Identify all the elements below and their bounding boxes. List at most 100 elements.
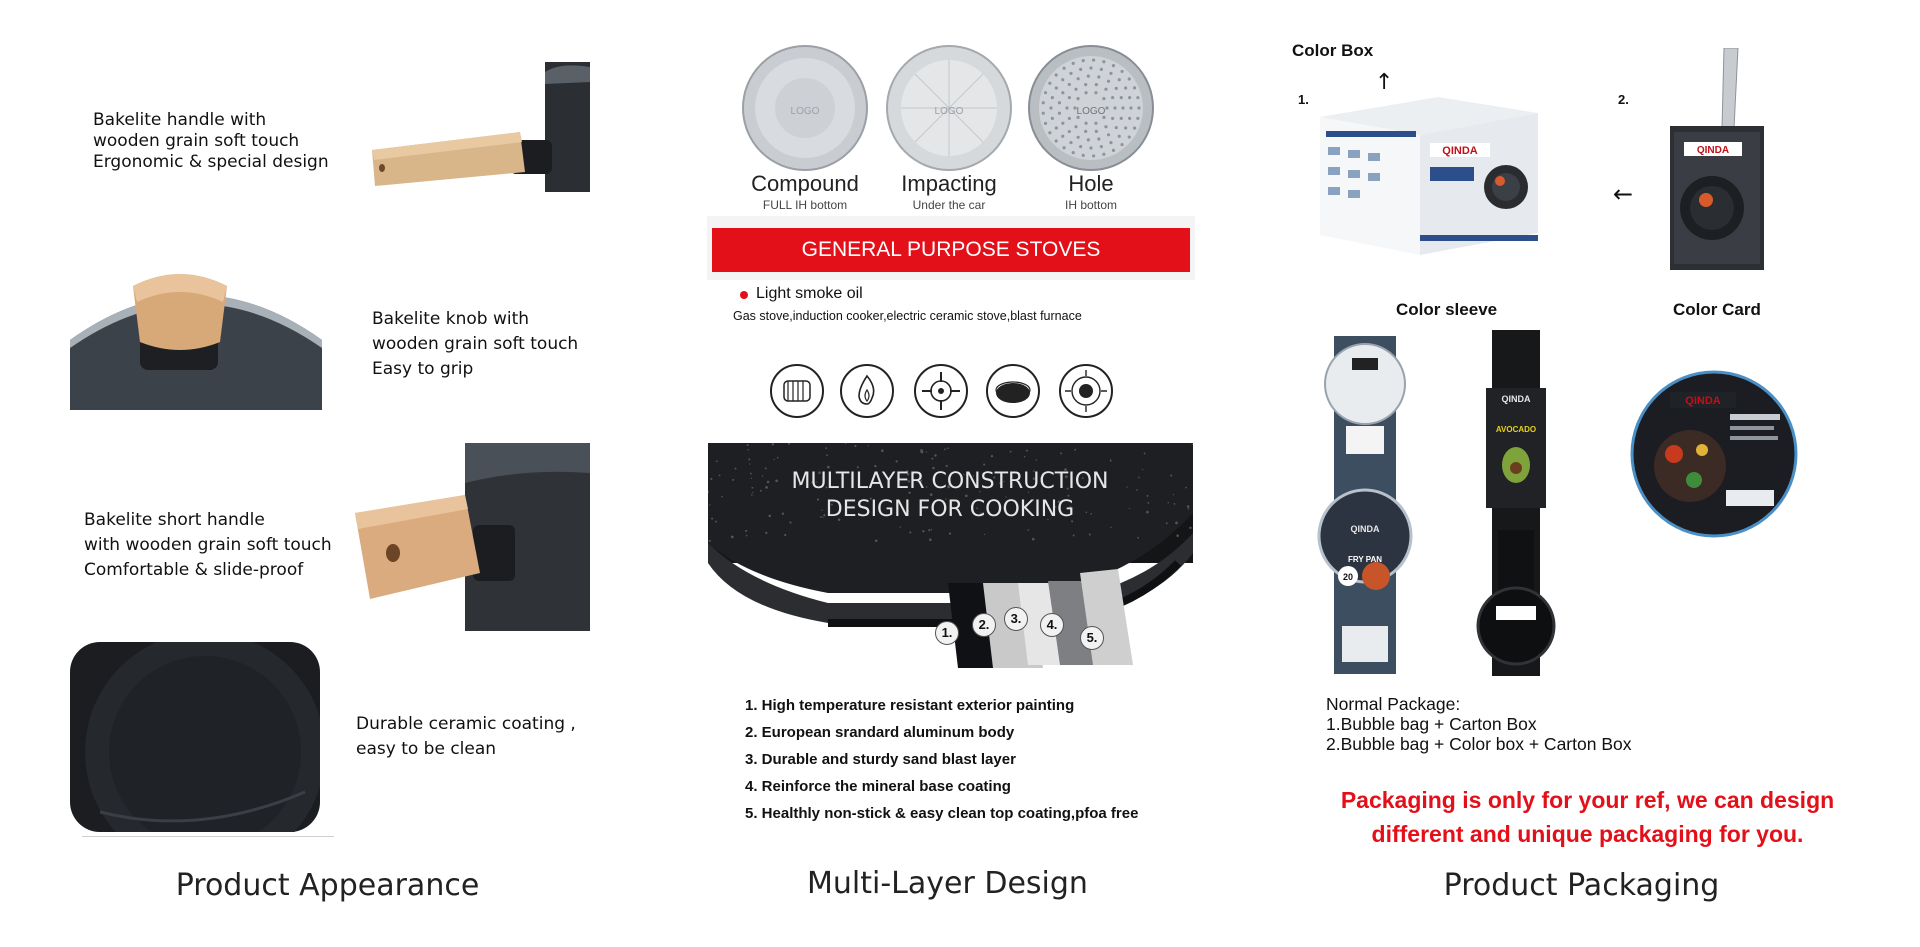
granite-speckle	[946, 447, 949, 450]
granite-speckle	[1088, 533, 1091, 536]
granite-speckle	[980, 512, 983, 515]
bottom-hole-dot	[1067, 82, 1071, 87]
bottom-hole-dot	[1091, 58, 1096, 62]
bottom-hole-dot	[1124, 126, 1128, 130]
granite-speckle	[789, 521, 792, 524]
logo-mark: LOGO	[1077, 106, 1106, 117]
bottom-hole-dot	[1048, 81, 1052, 85]
short-handle-photo	[355, 443, 590, 631]
granite-speckle	[1170, 474, 1173, 477]
bottom-hole-dot	[1129, 106, 1133, 110]
granite-speckle	[1031, 537, 1035, 541]
color-card-photo: QINDA	[1630, 370, 1798, 538]
granite-speckle	[1032, 477, 1036, 480]
granite-speckle	[745, 534, 748, 537]
granite-speckle	[1138, 476, 1140, 479]
bottom-hole-dot	[1089, 146, 1093, 150]
granite-speckle	[734, 467, 737, 470]
granite-speckle	[945, 464, 948, 468]
granite-speckle	[784, 533, 787, 537]
bottom-hole-dot	[1114, 86, 1118, 90]
granite-speckle	[828, 482, 831, 485]
granite-speckle	[1189, 526, 1192, 530]
granite-speckle	[1069, 505, 1072, 509]
bottom-hole-dot	[1086, 138, 1090, 142]
granite-speckle	[1074, 448, 1077, 451]
granite-speckle	[815, 481, 817, 483]
bottom-hole-dot	[1065, 106, 1069, 110]
coil-stove-icon	[770, 364, 824, 418]
granite-speckle	[1054, 506, 1057, 508]
gas-flame-icon	[840, 364, 894, 418]
granite-speckle	[708, 539, 711, 542]
box-number-1: 1.	[1298, 92, 1309, 107]
bottom-hole-dot	[1109, 71, 1113, 75]
feature-knob-text: Bakelite knob with wooden grain soft tou…	[372, 309, 579, 379]
bottom-hole-dot	[1109, 141, 1113, 145]
granite-speckle	[1176, 534, 1179, 537]
feature-coating-text: Durable ceramic coating , easy to be cle…	[356, 714, 576, 759]
bottom-hole-dot	[1102, 96, 1106, 101]
bottom-hole-dot	[1106, 133, 1111, 137]
layer-item-3: 3. Durable and sturdy sand blast layer	[745, 751, 1016, 768]
granite-speckle	[1071, 520, 1074, 523]
granite-speckle	[895, 460, 898, 463]
bottom-hole-dot	[1089, 66, 1093, 70]
bottom-hole-dot	[1071, 150, 1075, 155]
sleeve-frypan-text: FRY PAN	[1348, 555, 1382, 564]
granite-speckle	[1146, 510, 1149, 514]
bottom-hole-dot	[1127, 77, 1131, 81]
bottom-hole-dot	[1102, 60, 1106, 64]
granite-speckle	[1187, 508, 1190, 510]
granite-speckle	[781, 512, 785, 515]
bottom-hole-dot	[1105, 106, 1109, 110]
granite-speckle	[1027, 529, 1030, 531]
granite-speckle	[1191, 443, 1193, 446]
granite-speckle	[922, 530, 925, 533]
bottom-hole-dot	[1054, 86, 1058, 90]
impacting-sub: Under the car	[912, 198, 986, 212]
granite-speckle	[934, 454, 937, 457]
granite-speckle	[907, 480, 911, 483]
granite-speckle	[768, 514, 771, 518]
bottom-hole-dot	[1081, 59, 1085, 63]
coating-baseline	[82, 836, 334, 837]
granite-speckle	[899, 526, 901, 528]
granite-speckle	[909, 531, 912, 534]
granite-speckle	[709, 504, 711, 506]
bottom-hole-dot	[1102, 152, 1106, 156]
bottom-hole-dot	[1084, 121, 1088, 125]
granite-speckle	[750, 477, 753, 479]
granite-speckle	[1165, 522, 1168, 525]
granite-speckle	[972, 475, 975, 477]
granite-speckle	[906, 509, 910, 513]
granite-speckle	[825, 447, 828, 449]
bottom-hole-dot	[1084, 83, 1088, 87]
granite-speckle	[826, 465, 830, 469]
granite-speckle	[766, 480, 770, 484]
bottom-hole-dot	[1111, 116, 1115, 121]
bottom-hole-dot	[1041, 111, 1045, 115]
bottom-hole-dot	[1057, 101, 1062, 105]
layer-badge-2: 2.	[972, 613, 996, 637]
bottom-hole-dot	[1067, 129, 1071, 134]
granite-speckle	[1185, 486, 1187, 489]
light-smoke-text: Light smoke oil	[756, 285, 863, 302]
granite-speckle	[1128, 507, 1130, 510]
bottom-hole-dot	[1099, 67, 1103, 71]
granite-speckle	[976, 507, 979, 510]
impacting-label: Impacting	[901, 171, 997, 196]
granite-speckle	[773, 458, 775, 461]
bottom-hole-dot	[1136, 96, 1140, 100]
bottom-hole-dot	[1054, 126, 1058, 130]
stove-types-text: Gas stove,induction cooker,electric cera…	[733, 309, 1082, 323]
granite-speckle	[854, 444, 857, 448]
granite-speckle	[1143, 452, 1146, 455]
impacting-bottom-disc: LOGO	[886, 45, 1012, 171]
bottom-hole-dot	[1054, 139, 1058, 143]
granite-speckle	[821, 509, 823, 511]
granite-speckle	[1142, 468, 1144, 471]
ceramic-coating-photo	[70, 642, 320, 832]
granite-speckle	[1064, 468, 1067, 472]
logo-mark: LOGO	[791, 106, 820, 117]
